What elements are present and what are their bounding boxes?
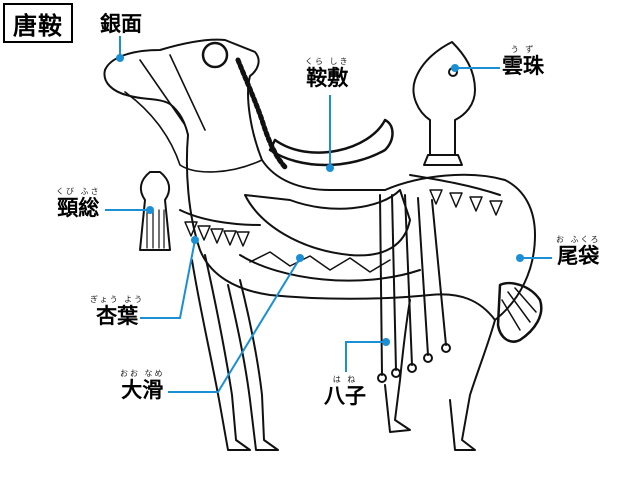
- label-gyouyou-ruby: ぎょう よう: [90, 295, 145, 304]
- label-oonameri-text: 大滑: [121, 378, 164, 402]
- dot-uzu: [451, 64, 459, 72]
- hane-straps: [379, 194, 447, 376]
- horse-muzzle: [103, 69, 189, 136]
- front-leg-right: [227, 279, 279, 451]
- kubifusa-tassel: [139, 171, 171, 251]
- label-kubifusa-text: 頸総: [57, 196, 100, 220]
- label-hane: は ね 八子: [324, 376, 366, 407]
- label-gyouyou-text: 杏葉: [96, 304, 139, 328]
- rear-band: [409, 174, 501, 196]
- label-ofukuro: お ふくろ 尾袋: [556, 236, 601, 267]
- label-hane-text: 八子: [324, 384, 366, 408]
- uzu-ornament: [412, 41, 476, 156]
- dot-ginmen: [116, 54, 124, 62]
- front-leg-left: [191, 254, 251, 451]
- dot-ofukuro: [516, 254, 524, 262]
- oonameri-strap: [239, 254, 421, 282]
- label-ofukuro-text: 尾袋: [557, 244, 600, 268]
- label-oonameri-ruby: おお なめ: [120, 369, 165, 378]
- label-uzu-text: 雲珠: [502, 54, 544, 78]
- label-ginmen: 銀面: [100, 14, 142, 35]
- horse-back: [384, 173, 536, 451]
- label-ginmen-text: 銀面: [100, 12, 142, 36]
- diagram-title: 唐鞍: [3, 3, 73, 43]
- label-uzu-ruby: う ず: [510, 45, 536, 54]
- label-kurashiki-text: 鞍敷: [306, 66, 349, 90]
- dot-oonameri: [296, 254, 304, 262]
- horse-chest: [185, 134, 496, 321]
- leader-oonameri: [168, 257, 301, 393]
- label-gyouyou: ぎょう よう 杏葉: [90, 296, 144, 327]
- horse-head: [104, 38, 386, 191]
- label-kubifusa: くび ふさ 頸総: [56, 188, 101, 219]
- saddle-cloth: [244, 189, 411, 257]
- label-oonameri: おお なめ 大滑: [120, 370, 165, 401]
- dot-kubifusa: [146, 206, 154, 214]
- label-kurashiki: くら しき 鞍敷: [305, 58, 350, 89]
- dot-gyouyou: [191, 236, 199, 244]
- dot-hane: [382, 338, 390, 346]
- chest-band: [179, 209, 261, 226]
- saddle: [268, 118, 394, 167]
- label-ofukuro-ruby: お ふくろ: [556, 235, 601, 244]
- label-hane-ruby: は ね: [332, 375, 358, 384]
- leader-gyouyou: [140, 239, 196, 319]
- ginmen-plate: [201, 41, 229, 69]
- label-kubifusa-ruby: くび ふさ: [56, 187, 101, 196]
- label-uzu: う ず 雲珠: [502, 46, 544, 77]
- hind-leg-left: [384, 299, 411, 433]
- dot-kurashiki: [326, 164, 334, 172]
- tail-bag: [496, 281, 543, 343]
- leader-hane: [345, 341, 386, 372]
- mane-coil: [235, 57, 289, 171]
- label-kurashiki-ruby: くら しき: [305, 57, 350, 66]
